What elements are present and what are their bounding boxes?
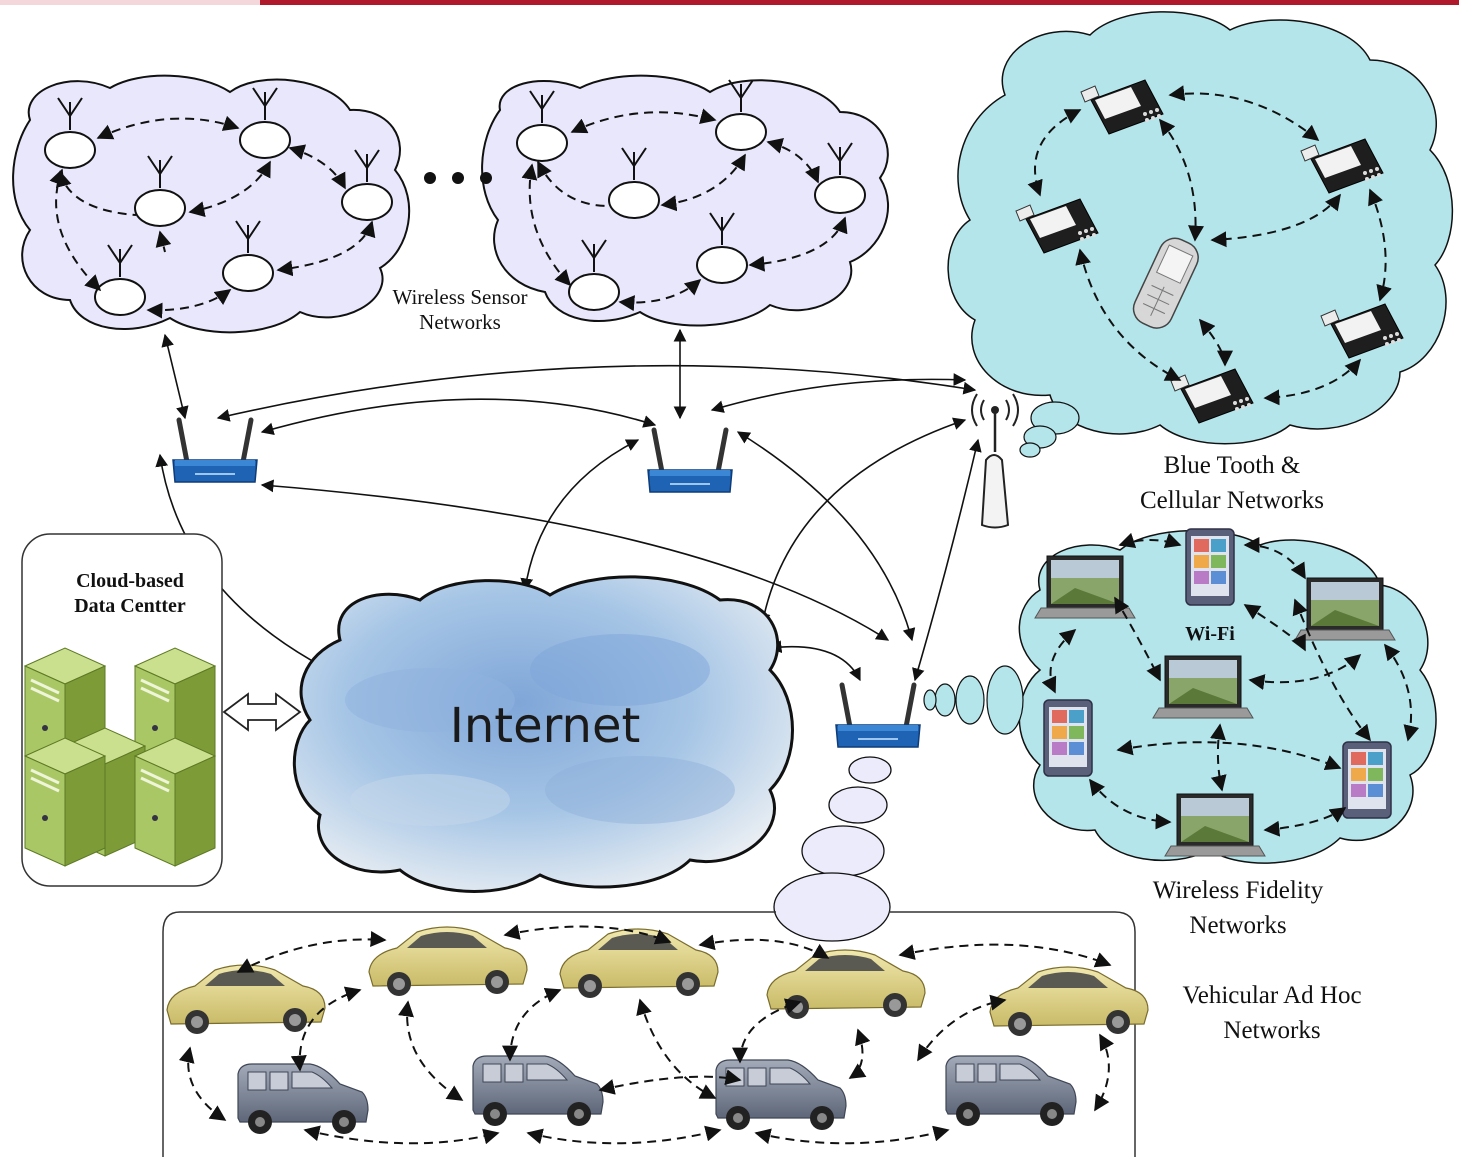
tablet-icon	[1043, 699, 1093, 777]
laptop-icon	[1164, 793, 1266, 857]
vanet-label-line2: Networks	[1223, 1017, 1320, 1044]
wifi-label-line2: Networks	[1189, 912, 1286, 939]
bluetooth-label-line1: Blue Tooth &	[1164, 452, 1301, 479]
top-accent-bar	[0, 0, 1459, 5]
tablet-icon	[1342, 741, 1392, 819]
internet-label: Internet	[450, 698, 641, 754]
sensor-links	[49, 108, 848, 319]
phone-links	[1027, 85, 1392, 406]
car-icon	[559, 928, 719, 999]
wifi-links	[1041, 532, 1420, 837]
laptop-icon	[1152, 655, 1254, 719]
wsn-label-line1: Wireless Sensor	[392, 285, 527, 309]
van-icon	[472, 1055, 604, 1127]
bluetooth-label-line2: Cellular Networks	[1140, 487, 1324, 514]
server-icon	[133, 736, 217, 868]
wireless-router-icon	[173, 420, 257, 482]
wifi-label-line1: Wireless Fidelity	[1153, 877, 1324, 904]
car-icon	[989, 966, 1149, 1037]
ellipsis-dots	[424, 172, 492, 184]
wireless-router-icon	[836, 685, 920, 747]
cell-tower-icon	[971, 393, 1019, 529]
data-center-label-line1: Cloud-based	[76, 570, 184, 592]
car-icon	[166, 964, 326, 1035]
data-center-label-line2: Data Centter	[74, 595, 186, 617]
internet-cloud	[292, 575, 794, 893]
laptop-icon	[1034, 555, 1136, 619]
car-icon	[368, 926, 528, 997]
laptop-icon	[1294, 577, 1396, 641]
wsn-label-line2: Networks	[419, 310, 501, 334]
data-center-link-arrow	[222, 692, 302, 732]
van-icon	[945, 1055, 1077, 1127]
van-icon	[715, 1059, 847, 1131]
server-icon	[23, 736, 107, 868]
vanet-panel	[162, 911, 1136, 1157]
wifi-tag: Wi-Fi	[1185, 623, 1235, 645]
vanet-label-line1: Vehicular Ad Hoc	[1182, 982, 1361, 1009]
tablet-icon	[1185, 528, 1235, 606]
van-icon	[237, 1063, 369, 1135]
vehicle-links	[178, 924, 1115, 1145]
car-icon	[766, 949, 926, 1020]
router-vanet-bubbles	[773, 756, 892, 942]
wireless-router-icon	[648, 430, 732, 492]
